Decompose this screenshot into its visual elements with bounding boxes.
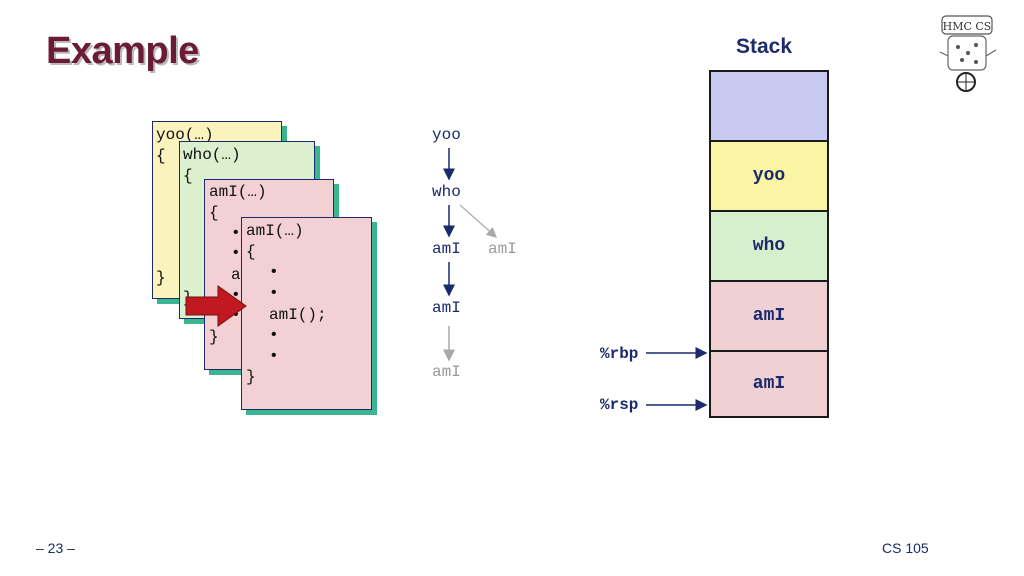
call-tree-node-ami-3: amI xyxy=(432,363,461,381)
call-tree-node-ami-2: amI xyxy=(432,299,461,317)
stack-title: Stack xyxy=(736,35,793,58)
code-line: • xyxy=(269,263,279,281)
stack-diagram: yoo who amI amI xyxy=(709,70,829,418)
slide-title: Example xyxy=(46,30,199,72)
code-line: • xyxy=(231,244,241,262)
code-line: • xyxy=(269,284,279,302)
code-card-ami-inner: amI(…) { • • amI(); • • } xyxy=(241,217,372,410)
call-arrow-who-ami-sibling xyxy=(459,204,497,238)
register-rsp-label: %rsp xyxy=(600,396,639,414)
page-number: – 23 – xyxy=(36,540,75,556)
course-label: CS 105 xyxy=(882,540,929,556)
call-tree-node-ami-sibling: amI xyxy=(488,240,517,258)
code-line: } xyxy=(209,328,219,346)
code-line: • xyxy=(269,347,279,365)
stack-frame-top xyxy=(711,72,827,140)
code-line: yoo(…) xyxy=(156,126,214,144)
code-line: } xyxy=(246,368,256,386)
current-execution-arrow xyxy=(185,285,247,327)
code-line: } xyxy=(156,269,166,287)
code-line: { xyxy=(209,204,219,222)
stack-frame-who: who xyxy=(711,210,827,280)
code-line: who(…) xyxy=(183,146,241,164)
code-line: a xyxy=(231,266,241,284)
stack-frame-ami-1: amI xyxy=(711,280,827,350)
code-line: • xyxy=(269,326,279,344)
call-tree-node-ami-1: amI xyxy=(432,240,461,258)
code-line: amI(…) xyxy=(246,222,304,240)
stack-frame-yoo: yoo xyxy=(711,140,827,210)
stack-frame-ami-2: amI xyxy=(711,350,827,416)
code-line: { xyxy=(246,243,256,261)
code-line: amI(); xyxy=(269,306,327,324)
svg-text:HMC CS: HMC CS xyxy=(943,20,992,33)
register-rbp-label: %rbp xyxy=(600,345,639,363)
code-line: { xyxy=(183,167,193,185)
code-line: • xyxy=(231,306,241,324)
call-tree-node-yoo: yoo xyxy=(432,126,461,144)
code-line: { xyxy=(156,147,166,165)
call-tree-node-who: who xyxy=(432,183,461,201)
code-line: • xyxy=(231,286,241,304)
code-line: • xyxy=(231,224,241,242)
code-line: amI(…) xyxy=(209,183,267,201)
hmc-cs-logo-icon: HMC CS xyxy=(939,15,997,92)
